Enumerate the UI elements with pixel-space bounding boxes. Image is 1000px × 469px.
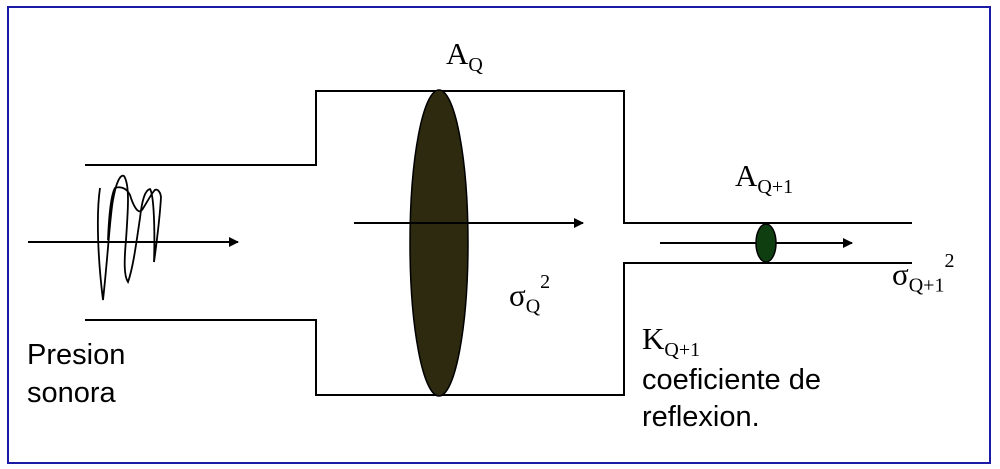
sound-pressure-line2: sonora xyxy=(27,377,116,409)
reflection-coefficient-line1: coeficiente de xyxy=(642,364,821,396)
sigma-q-sub: Q xyxy=(525,295,541,318)
inlet-upper-wall xyxy=(85,90,912,224)
k-q1-base: K xyxy=(642,321,665,356)
area-q1-label: AQ+1 xyxy=(735,160,793,197)
area-q-label: AQ xyxy=(446,38,483,75)
inlet-lower-wall xyxy=(85,262,912,396)
sound-pressure-waveform xyxy=(96,174,162,301)
sigma-q1-base: σ xyxy=(892,256,909,292)
area-q-sub: Q xyxy=(468,54,483,77)
reflection-coefficient-line2: reflexion. xyxy=(642,401,760,433)
k-q1-label: KQ+1 xyxy=(642,323,700,360)
k-q1-sub: Q+1 xyxy=(664,339,701,362)
outlet-membrane xyxy=(755,223,777,263)
sigma-q1-sub: Q+1 xyxy=(908,274,945,297)
sigma-q-sup: 2 xyxy=(540,271,551,293)
area-q1-sub: Q+1 xyxy=(757,176,794,199)
sigma-q1-label: σQ+12 xyxy=(892,251,954,297)
sound-pressure-line1: Presion xyxy=(27,339,126,371)
diagram-frame xyxy=(7,6,991,464)
area-q1-base: A xyxy=(735,158,758,193)
sigma-q1-sup: 2 xyxy=(944,250,955,272)
sigma-q-label: σQ2 xyxy=(509,272,550,318)
area-q-base: A xyxy=(446,36,469,71)
chamber-membrane xyxy=(409,89,469,397)
sigma-q-base: σ xyxy=(509,277,526,313)
